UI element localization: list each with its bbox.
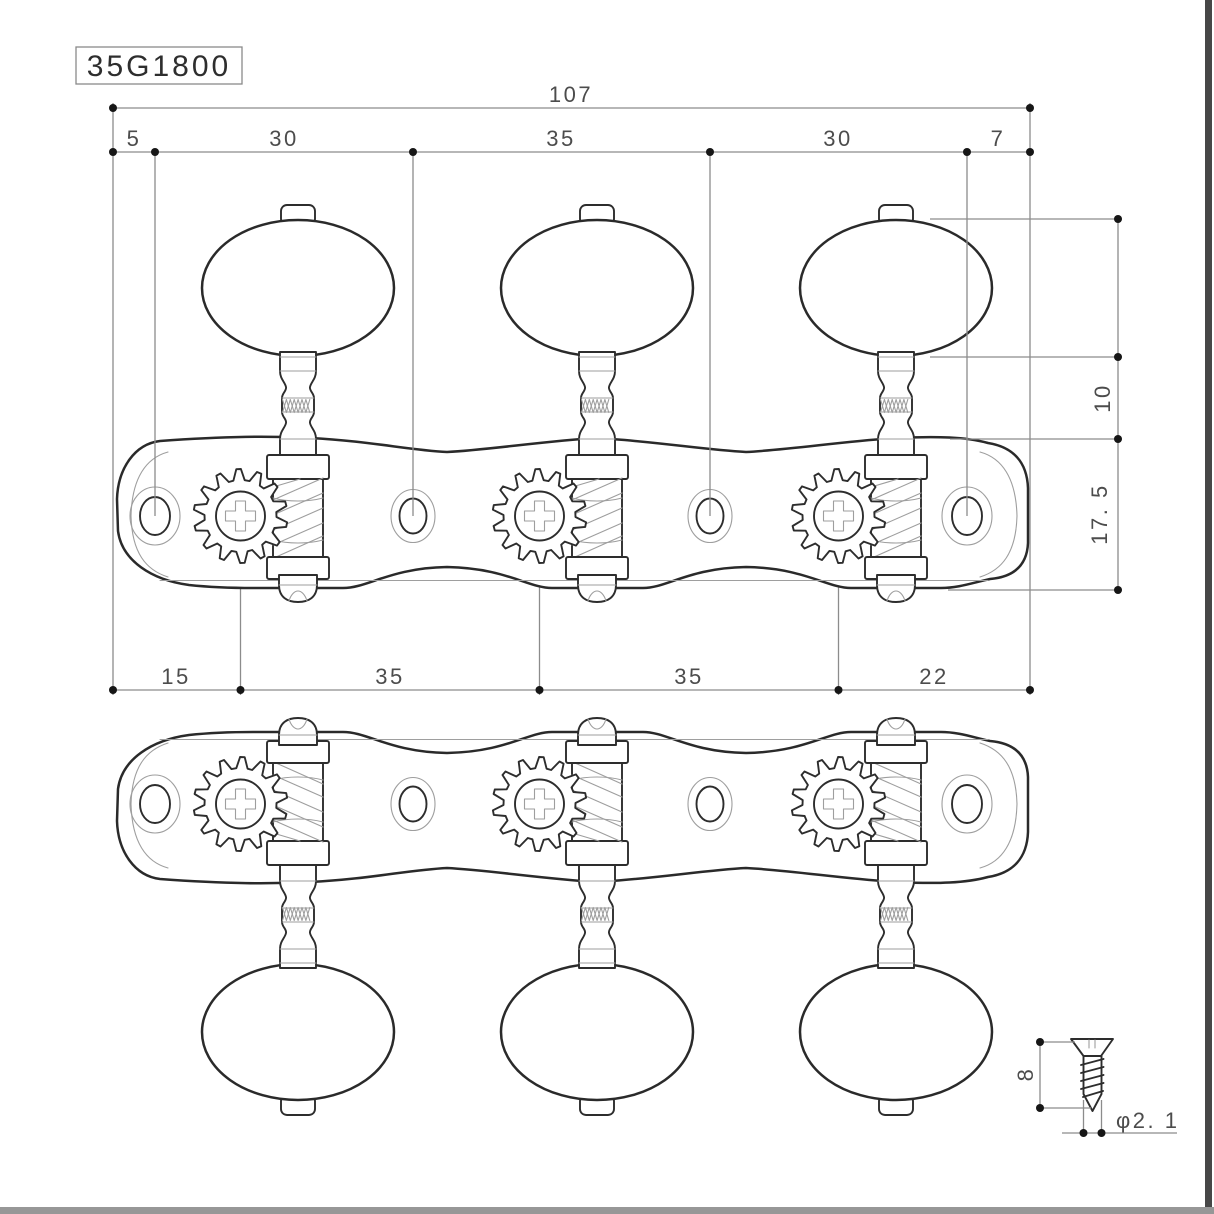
dim-top-3: 30	[823, 126, 852, 151]
dim-bottom-3: 22	[919, 664, 948, 689]
mounting-screw-detail: 8 φ2. 1	[1013, 1038, 1179, 1137]
dim-bottom-0: 15	[161, 664, 190, 689]
part-number-label: 35G1800	[87, 50, 231, 83]
top-view-row	[117, 205, 1028, 602]
dim-top-0: 5	[127, 126, 142, 151]
right-border	[1205, 0, 1212, 1214]
dim-top-1: 30	[269, 126, 298, 151]
back-view-row	[117, 718, 1028, 1115]
dimension-lines	[109, 104, 1122, 694]
dim-bottom-1: 35	[375, 664, 404, 689]
dim-top-2: 35	[546, 126, 575, 151]
dim-bottom-2: 35	[674, 664, 703, 689]
dim-top-4: 7	[991, 126, 1006, 151]
dim-screw-length: 8	[1013, 1067, 1038, 1082]
extension-lines	[112, 103, 1122, 695]
dim-side-0: 10	[1090, 383, 1115, 412]
dim-screw-diameter: φ2. 1	[1116, 1108, 1179, 1133]
bottom-border	[0, 1207, 1214, 1214]
part-number-box: 35G1800	[75, 46, 243, 85]
dim-side-1: 17. 5	[1087, 483, 1112, 544]
screw-threads	[1080, 1058, 1105, 1098]
screw-head	[1070, 1038, 1114, 1057]
screw-shank	[1082, 1055, 1103, 1112]
dim-overall-width: 107	[549, 82, 593, 107]
dimension-labels: 107 5 30 35 30 7 15 35 35 22 10 17. 5	[127, 82, 1115, 689]
